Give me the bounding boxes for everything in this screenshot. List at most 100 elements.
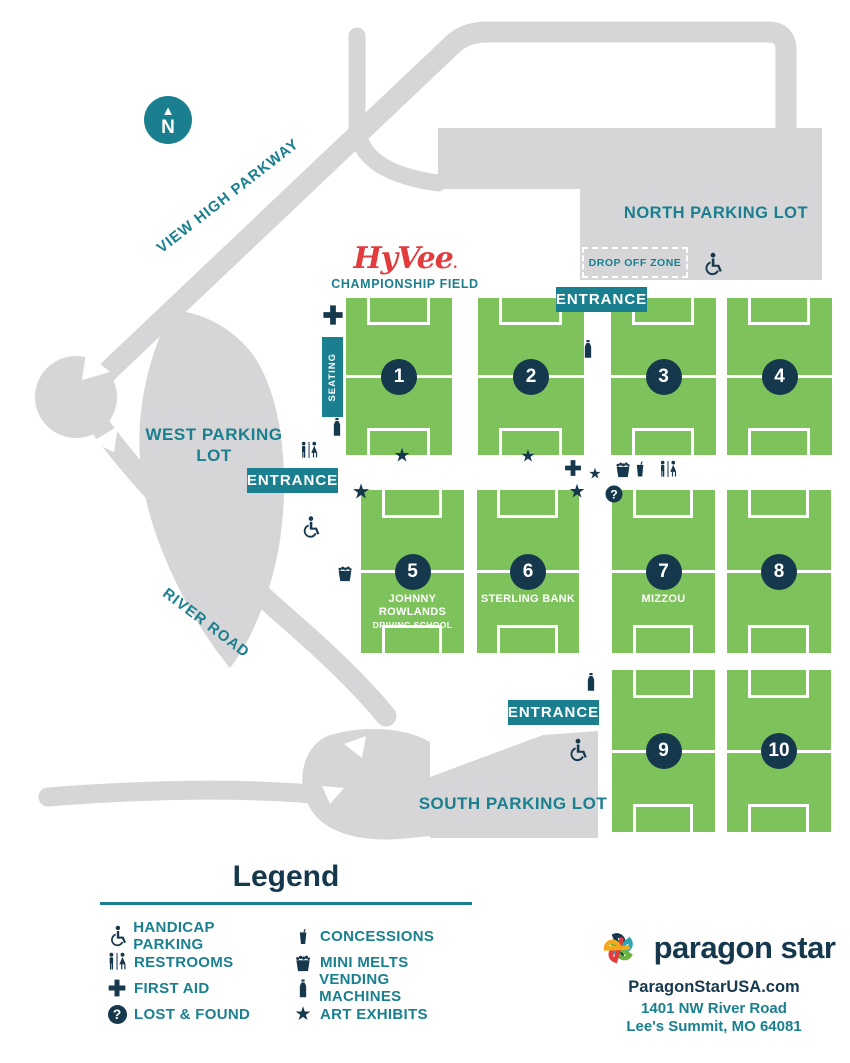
address-line-1: 1401 NW River Road bbox=[641, 1000, 787, 1017]
goal-box bbox=[632, 428, 694, 455]
legend-item-label: ART EXHIBITS bbox=[320, 1005, 428, 1023]
art-exhibit-star-icon-marker: ★ bbox=[352, 482, 371, 503]
legend-item-label: FIRST AID bbox=[134, 979, 210, 997]
popcorn-cup-icon bbox=[613, 459, 634, 479]
legend-title: Legend bbox=[232, 860, 340, 893]
first-aid-cross-icon bbox=[564, 459, 583, 478]
entrance-label-3: ENTRANCE bbox=[508, 700, 599, 725]
bottle-icon bbox=[583, 340, 593, 359]
south-parking-lot-shape bbox=[430, 731, 598, 838]
championship-field-heading: HyVee. CHAMPIONSHIP FIELD bbox=[331, 241, 479, 292]
field-1: 1 bbox=[346, 298, 452, 455]
field-8: 8 bbox=[727, 490, 831, 653]
art-exhibit-star-icon-marker: ★ bbox=[568, 483, 585, 502]
legend-divider bbox=[100, 902, 472, 905]
legend-item: ?LOST & FOUND bbox=[100, 1001, 286, 1027]
goal-box bbox=[499, 428, 562, 455]
goal-box bbox=[632, 490, 694, 518]
championship-field-label: CHAMPIONSHIP FIELD bbox=[331, 277, 479, 291]
seating-area: SEATING bbox=[322, 337, 343, 417]
legend-item: RESTROOMS bbox=[100, 949, 286, 975]
first-aid-cross-icon-marker bbox=[322, 304, 345, 327]
legend-item-label: CONCESSIONS bbox=[320, 927, 435, 945]
legend-item: MINI MELTS bbox=[286, 949, 472, 975]
field-number-badge: 2 bbox=[513, 358, 549, 395]
legend-item: VENDING MACHINES bbox=[286, 971, 472, 1005]
first-aid-cross-icon-marker bbox=[564, 459, 583, 478]
address-line-2: Lee's Summit, MO 64081 bbox=[626, 1018, 802, 1035]
north-arrow-triangle: ▲ bbox=[161, 102, 175, 118]
drop-off-zone: DROP OFF ZONE bbox=[582, 247, 688, 278]
restrooms-icon-marker bbox=[299, 441, 320, 461]
goal-box bbox=[748, 298, 810, 325]
road-junction-markings bbox=[82, 352, 366, 804]
field-number-badge: 3 bbox=[645, 358, 682, 395]
north-arrow-icon: ▲ N bbox=[144, 96, 192, 144]
field-2: 2 bbox=[478, 298, 584, 455]
field-sponsor-label: MIZZOU bbox=[641, 592, 686, 605]
popcorn-cup-icon bbox=[292, 952, 314, 973]
bottle-icon-marker bbox=[583, 340, 593, 359]
field-9: 9 bbox=[612, 670, 715, 832]
drop-off-zone-label: DROP OFF ZONE bbox=[588, 256, 682, 269]
hyvee-logo: HyVee. bbox=[353, 241, 457, 276]
concessions-cup-icon-marker bbox=[632, 460, 648, 479]
goal-box bbox=[747, 490, 810, 518]
art-exhibit-star-icon: ★ bbox=[351, 480, 371, 504]
seating-label: SEATING bbox=[327, 352, 338, 402]
art-exhibit-star-icon-marker: ★ bbox=[393, 447, 410, 466]
goal-box bbox=[632, 625, 694, 653]
wheelchair-icon bbox=[299, 516, 322, 539]
goal-box bbox=[497, 490, 558, 518]
goal-box bbox=[747, 625, 810, 653]
art-exhibit-star-icon: ★ bbox=[393, 445, 411, 467]
wheelchair-icon-marker bbox=[299, 516, 322, 539]
field-number-badge: 5 bbox=[394, 553, 431, 590]
footer-branding: paragon star ParagonStarUSA.com 1401 NW … bbox=[564, 922, 850, 1035]
wheelchair-icon bbox=[700, 252, 724, 276]
view-high-parkway-road bbox=[93, 21, 797, 386]
river-road bbox=[89, 415, 397, 727]
field-number-badge: 4 bbox=[761, 358, 798, 395]
legend-item: CONCESSIONS bbox=[286, 923, 472, 949]
goal-box bbox=[381, 625, 443, 653]
bottle-icon-marker bbox=[586, 673, 596, 692]
paragon-star-wordmark: paragon star bbox=[653, 930, 836, 965]
goal-box bbox=[367, 428, 430, 455]
field-sponsor-label: STERLING BANK bbox=[480, 592, 576, 605]
goal-box bbox=[632, 804, 694, 832]
field-3: 3 bbox=[611, 298, 716, 455]
question-mark-icon-marker: ? bbox=[605, 485, 623, 503]
bottle-icon bbox=[586, 673, 596, 692]
bottle-icon-marker bbox=[332, 418, 342, 437]
wheelchair-icon bbox=[565, 738, 589, 762]
popcorn-cup-icon bbox=[335, 563, 356, 583]
website-text: ParagonStarUSA.com bbox=[628, 978, 800, 996]
art-exhibit-star-icon: ★ bbox=[568, 481, 586, 503]
popcorn-cup-icon-marker bbox=[335, 563, 356, 583]
first-aid-cross-icon bbox=[322, 304, 345, 327]
restrooms-icon bbox=[299, 441, 320, 461]
goal-box bbox=[497, 625, 558, 653]
legend-item-label: VENDING MACHINES bbox=[319, 971, 402, 1005]
north-parking-lot-label: NORTH PARKING LOT bbox=[623, 204, 809, 222]
goal-box bbox=[381, 490, 443, 518]
restrooms-icon-marker bbox=[658, 460, 679, 480]
legend-item: FIRST AID bbox=[100, 975, 286, 1001]
bottle-icon bbox=[298, 979, 308, 998]
art-exhibit-star-icon: ★ bbox=[294, 1003, 312, 1025]
restrooms-icon bbox=[658, 460, 679, 480]
question-mark-icon: ? bbox=[605, 485, 623, 503]
art-exhibit-star-icon-marker: ★ bbox=[588, 467, 601, 482]
field-4: 4 bbox=[727, 298, 832, 455]
bottle-icon bbox=[332, 418, 342, 437]
field-number-badge: 8 bbox=[761, 553, 797, 590]
legend-item: ★ ART EXHIBITS bbox=[286, 1001, 472, 1027]
goal-box bbox=[747, 670, 810, 698]
first-aid-cross-icon bbox=[107, 978, 127, 998]
art-exhibit-star-icon-marker: ★ bbox=[520, 448, 535, 465]
